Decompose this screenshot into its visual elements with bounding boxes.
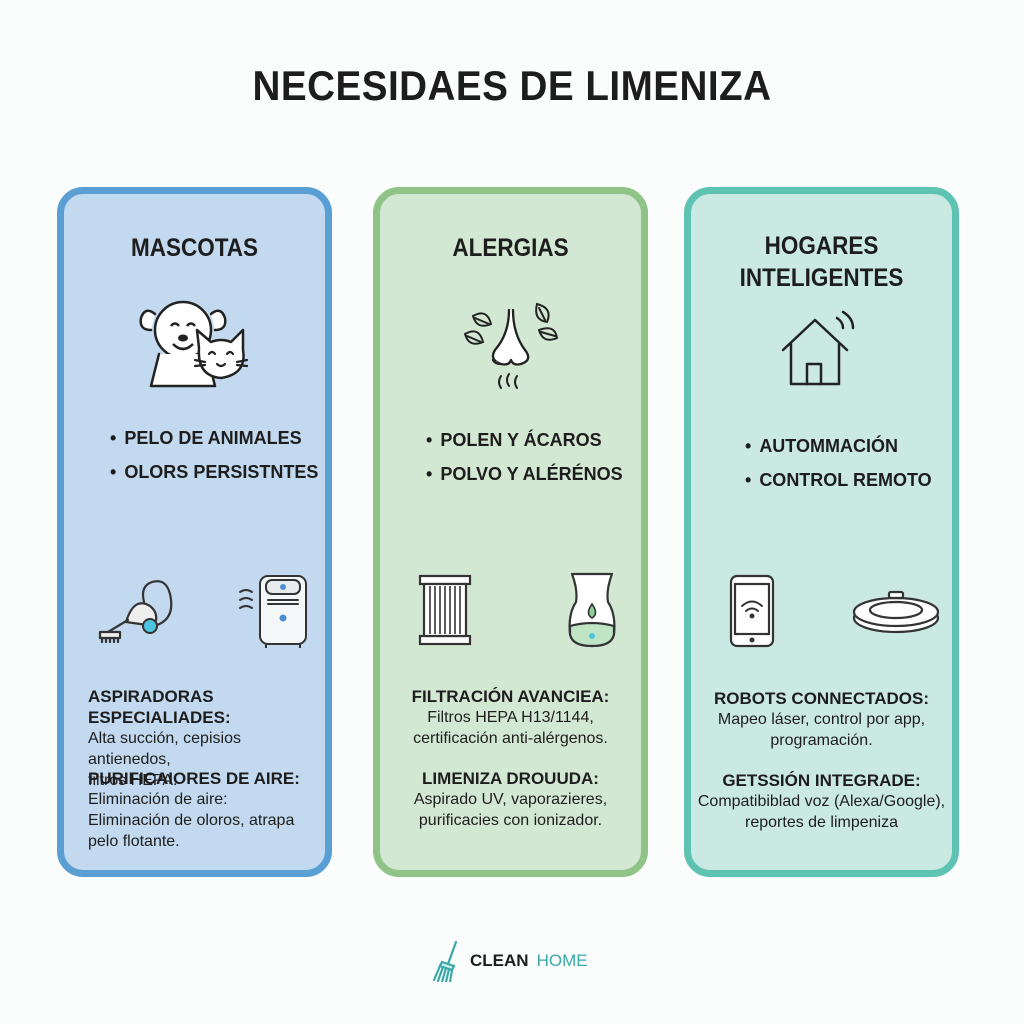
brand-name-clean: CLEAN <box>470 951 529 970</box>
section-text: programación. <box>770 732 873 749</box>
hepa-filter-icon <box>418 574 472 646</box>
footer-brand: CLEAN HOME <box>432 940 588 982</box>
smartphone-wifi-icon <box>729 574 775 648</box>
section-filtracion: FILTRACIÓN AVANCIEA: Filtros HEPA H13/11… <box>380 686 641 749</box>
section-heading: ROBOTS CONNECTADOS: <box>713 689 929 708</box>
section-text: purificacies con ionizador. <box>418 812 603 829</box>
card-alergias: ALERGIAS POLEN Y ÁCAROS POLVO Y ALÉRÉNOS <box>373 187 648 877</box>
card-hogares-inteligentes: HOGARES INTELIGENTES AUTOMMACIÓN CONTROL… <box>684 187 959 877</box>
card-title-line: HOGARES <box>764 232 879 260</box>
card-title: MASCOTAS <box>130 234 259 262</box>
section-text: Filtros HEPA H13/1144, <box>427 709 594 726</box>
humidifier-icon <box>568 572 616 648</box>
list-item: PELO DE ANIMALES <box>110 421 371 455</box>
section-text: Eliminación de oloros, atrapa <box>88 812 295 829</box>
bullet-list: POLEN Y ÁCAROS POLVO Y ALÉRÉNOS <box>380 423 687 491</box>
nose-leaves-icon <box>463 302 558 389</box>
section-text: certificación anti-alérgenos. <box>413 730 608 747</box>
card-title-line: INTELIGENTES <box>739 264 904 292</box>
list-item: OLORS PERSISTNTES <box>110 455 371 489</box>
list-item: POLEN Y ÁCAROS <box>426 423 687 457</box>
section-aspiradoras: ASPIRADORAS ESPECIALIADES: Alta succión,… <box>88 686 323 791</box>
dog-cat-icon <box>138 300 248 388</box>
list-item: CONTROL REMOTO <box>745 463 1006 497</box>
card-title: HOGARES INTELIGENTES <box>704 230 939 294</box>
card-mascotas: MASCOTAS PELO DE ANIMALES OLORS PERSIS <box>57 187 332 877</box>
section-text: pelo flotante. <box>88 833 180 850</box>
section-heading: LIMENIZA DROUUDA: <box>422 769 599 788</box>
card-title: ALERGIAS <box>452 234 569 262</box>
section-limpieza: LIMENIZA DROUUDA: Aspirado UV, vaporazie… <box>380 768 641 831</box>
section-text: Eliminación de aire: <box>88 791 228 808</box>
section-text: Alta succión, cepisios antienedos, <box>88 730 241 768</box>
section-text: reportes de limpeniza <box>745 814 898 831</box>
air-purifier-icon <box>239 575 307 648</box>
section-gestion: GETSSIÓN INTEGRADE: Compatibiblad voz (A… <box>691 770 952 833</box>
list-item: POLVO Y ALÉRÉNOS <box>426 457 687 491</box>
section-text: Compatibiblad voz (Alexa/Google), <box>697 793 946 810</box>
section-heading: FILTRACIÓN AVANCIEA: <box>411 687 610 706</box>
broom-icon <box>432 940 458 982</box>
section-text: Mapeo láser, control por app, <box>717 711 926 728</box>
smart-home-icon <box>781 310 854 386</box>
bullet-list: PELO DE ANIMALES OLORS PERSISTNTES <box>64 421 371 489</box>
section-heading: ASPIRADORAS ESPECIALIADES: <box>88 687 231 727</box>
bullet-list: AUTOMMACIÓN CONTROL REMOTO <box>691 429 1006 497</box>
list-item: AUTOMMACIÓN <box>745 429 1006 463</box>
section-heading: GETSSIÓN INTEGRADE: <box>722 771 921 790</box>
section-heading: PURIFICAIORES DE AIRE: <box>88 769 300 788</box>
page-title: NECESIDAES DE LIMENIZA <box>252 62 772 109</box>
section-text: Aspirado UV, vaporazieres, <box>413 791 608 808</box>
brand-name-home: HOME <box>536 951 588 970</box>
robot-vacuum-icon <box>852 590 940 634</box>
section-robots: ROBOTS CONNECTADOS: Mapeo láser, control… <box>691 688 952 751</box>
section-text: filtros HEPA. <box>88 772 178 789</box>
vacuum-icon <box>98 580 173 644</box>
section-purificadores: PURIFICAIORES DE AIRE: Eliminación de ai… <box>88 768 323 852</box>
